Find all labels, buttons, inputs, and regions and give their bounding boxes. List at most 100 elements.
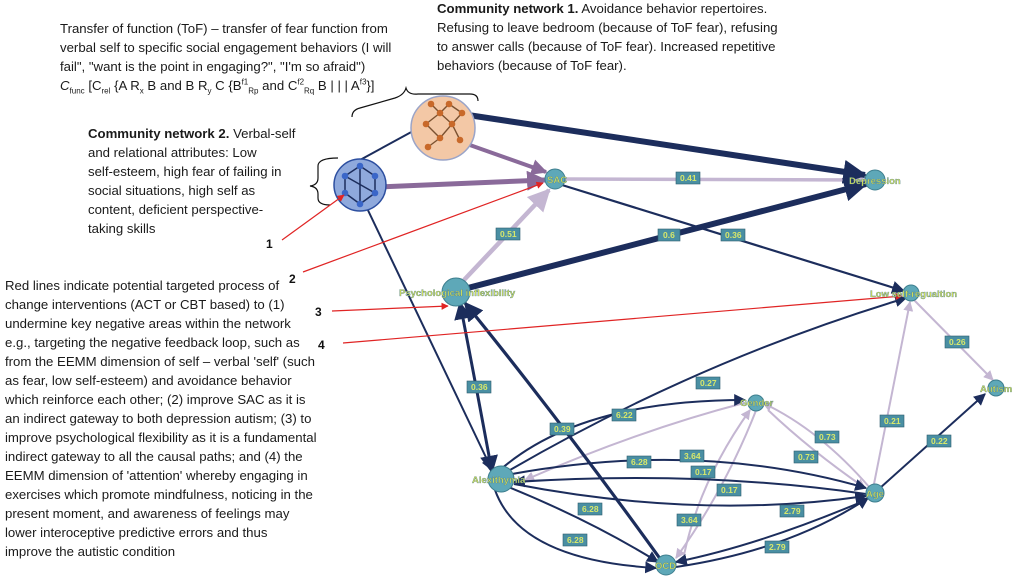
network1-line-3: to answer calls (because of ToF fear). I… — [437, 39, 776, 54]
node-sac — [544, 168, 566, 190]
label-alexithymia: Alexithymia — [472, 475, 526, 486]
redlines-line-12: exercises which promote mindfulness, not… — [5, 487, 313, 502]
marker-2: 2 — [289, 272, 296, 286]
svg-text:0.36: 0.36 — [471, 382, 488, 392]
elabel-age-autism: 0.22 — [926, 434, 952, 448]
node-age — [865, 483, 885, 503]
redlines-line-9: improve psychological flexibility as it … — [5, 430, 317, 445]
edges-purple — [376, 142, 548, 191]
edge-age-alex-bot — [512, 475, 867, 495]
edges-navy — [359, 112, 986, 574]
marker-3: 3 — [315, 305, 322, 319]
tof-line-3: fail", "want is the point in engaging?",… — [60, 59, 366, 74]
redlines-line-3: undermine key negative areas within the … — [5, 316, 291, 331]
elabel-alex-psych: 0.36 — [466, 380, 492, 394]
red-line-1 — [281, 194, 345, 241]
svg-text:0.73: 0.73 — [798, 452, 815, 462]
elabel-ocd-age: 2.79 — [764, 540, 790, 554]
elabel-alex-ocd-a: 6.28 — [577, 502, 603, 516]
elabel-alex-gender: 6.22 — [611, 408, 637, 422]
marker-4: 4 — [318, 338, 325, 352]
elabel-selfreg-autism: 0.26 — [944, 335, 970, 349]
redlines-line-4: e.g., targeting the negative feedback lo… — [5, 335, 300, 350]
edge-cn2-sac — [376, 170, 547, 191]
redlines-line-10: indirect gateway to all the causal paths… — [5, 449, 303, 464]
edge-ocd-age — [675, 497, 869, 568]
label-self-regulation: Low self-regualtion — [870, 289, 957, 300]
elabel-gender-age-b: 0.73 — [793, 450, 819, 464]
svg-text:0.51: 0.51 — [500, 229, 517, 239]
network1-line-4: behaviors (because of ToF fear). — [437, 58, 627, 73]
redlines-line-8: an indirect gateway to both depression a… — [5, 411, 312, 426]
edge-cn2-alex — [364, 203, 493, 472]
bracket-top — [351, 85, 479, 118]
elabel-gender-ocd: 3.64 — [679, 449, 705, 463]
node-self-regulation — [902, 284, 920, 302]
node-labels: SAC Depression Psychological inflexibili… — [399, 175, 1013, 572]
edge-cn1-depression — [467, 112, 868, 184]
edge-alex-ocd-b — [494, 489, 658, 574]
svg-text:0.26: 0.26 — [949, 337, 966, 347]
tof-line-1: Transfer of function (ToF) – transfer of… — [60, 21, 388, 36]
elabel-age-ocd: 0.17 — [716, 483, 742, 497]
svg-text:0.36: 0.36 — [725, 230, 742, 240]
svg-text:0.39: 0.39 — [554, 424, 571, 434]
edge-gender-age — [767, 409, 866, 489]
red-line-2 — [302, 181, 544, 273]
svg-text:0.17: 0.17 — [721, 485, 738, 495]
network2-title: Community network 2. — [88, 126, 230, 141]
edge-alex-age-bot — [513, 483, 868, 507]
elabel-age-alex-bot: 2.79 — [779, 504, 805, 518]
edge-age-ocd — [674, 499, 867, 566]
node-depression — [864, 169, 886, 191]
elabel-alex-age-top: 6.28 — [626, 455, 652, 469]
svg-text:0.17: 0.17 — [695, 467, 712, 477]
svg-text:2.79: 2.79 — [784, 506, 801, 516]
redlines-line-7: which reinforce each other; (2) improve … — [5, 392, 306, 407]
node-psych-inflex — [441, 277, 471, 307]
network2-line-5: content, deficient perspective- — [88, 202, 264, 217]
redlines-line-2: change interventions (ACT or CBT based) … — [5, 297, 285, 312]
svg-text:0.27: 0.27 — [700, 378, 717, 388]
label-gender: Gender — [740, 398, 774, 409]
redlines-line-13: present moment, and awareness of feeling… — [5, 506, 290, 521]
elabel-alex-selfreg: 0.27 — [695, 376, 721, 390]
elabel-alex-age-bot: 3.64 — [676, 513, 702, 527]
marker-1: 1 — [266, 237, 273, 251]
svg-text:0.6: 0.6 — [663, 230, 675, 240]
nodes — [441, 168, 1005, 576]
edge-ocd-gender — [683, 409, 751, 556]
svg-text:6.28: 6.28 — [631, 457, 648, 467]
label-psych-inflex: Psychological inflexibility — [399, 288, 516, 299]
redlines-line-5: from the EEMM dimension of self – verbal… — [5, 354, 315, 369]
network2-line-2: and relational attributes: Low — [88, 145, 257, 160]
label-ocd: OCD — [655, 561, 676, 572]
redlines-line-1: Red lines indicate potential targeted pr… — [5, 278, 280, 293]
edge-alex-gender — [499, 394, 747, 471]
red-line-4 — [342, 292, 903, 344]
tof-formula: Cfunc [Crel {A Rx B and B Ry C {Bf1Rp an… — [60, 77, 375, 96]
label-age: Age — [866, 489, 884, 500]
svg-text:0.21: 0.21 — [884, 416, 901, 426]
svg-text:0.22: 0.22 — [931, 436, 948, 446]
node-ocd — [655, 554, 677, 576]
network1-line-2: Refusing to leave bedroom (because of To… — [437, 20, 778, 35]
community-network-2 — [333, 158, 387, 212]
svg-text:3.64: 3.64 — [684, 451, 701, 461]
bracket-left — [309, 157, 339, 206]
svg-text:6.22: 6.22 — [616, 410, 633, 420]
red-line-3 — [331, 302, 449, 312]
network2-line-6: taking skills — [88, 221, 156, 236]
elabel-gender-age-a: 0.73 — [814, 430, 840, 444]
community-network-1 — [410, 95, 476, 161]
svg-text:0.73: 0.73 — [819, 432, 836, 442]
marker-numbers: 1 2 3 4 — [266, 237, 325, 352]
redlines-line-6: as fear, low self-esteem) and avoidance … — [5, 373, 292, 388]
node-autism — [987, 379, 1005, 397]
elabel-age-selfreg: 0.21 — [879, 414, 905, 428]
elabel-ocd-psych: 0.39 — [549, 422, 575, 436]
network2-line-4: social situations, high self as — [88, 183, 256, 198]
edge-alex-ocd-a — [505, 485, 660, 563]
network2-line-3: self-esteem, high fear of failing in — [88, 164, 282, 179]
